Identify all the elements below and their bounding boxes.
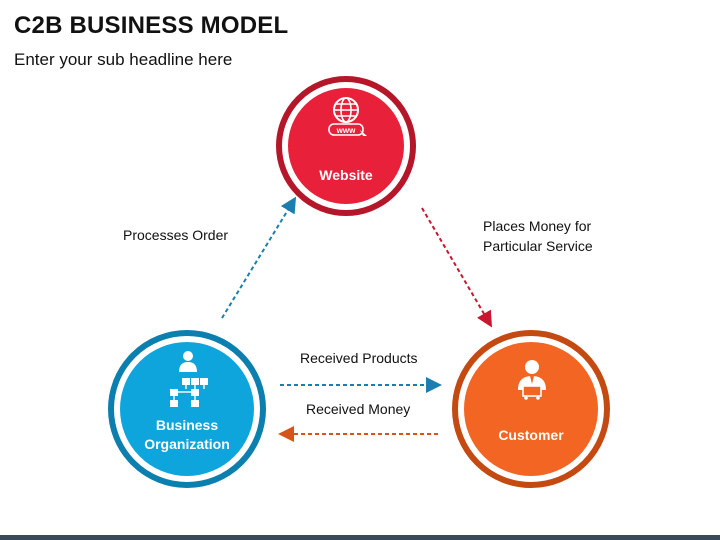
customer-node: Customer xyxy=(452,330,610,488)
page-title: C2B BUSINESS MODEL xyxy=(14,12,289,39)
org-chart-icon xyxy=(170,351,208,407)
label-places-money-line2: Particular Service xyxy=(483,238,593,254)
business-label-line1: Business xyxy=(155,417,219,433)
arrow-processes-order xyxy=(221,196,297,319)
page-subtitle: Enter your sub headline here xyxy=(14,50,233,69)
label-places-money-line1: Places Money for xyxy=(483,218,592,234)
website-label: Website xyxy=(319,167,373,183)
customer-cart-icon xyxy=(518,360,546,400)
website-node: www Website xyxy=(276,76,416,216)
label-processes-order: Processes Order xyxy=(123,227,229,243)
globe-www-icon: www xyxy=(328,97,367,140)
footer-bar xyxy=(0,535,720,540)
label-received-products: Received Products xyxy=(300,350,418,366)
customer-label: Customer xyxy=(498,427,564,443)
business-label-line2: Organization xyxy=(144,436,230,452)
svg-text:www: www xyxy=(336,126,356,135)
label-received-money: Received Money xyxy=(306,401,411,417)
business-organization-node: Business Organization xyxy=(108,330,266,488)
arrow-places-money xyxy=(421,207,493,328)
